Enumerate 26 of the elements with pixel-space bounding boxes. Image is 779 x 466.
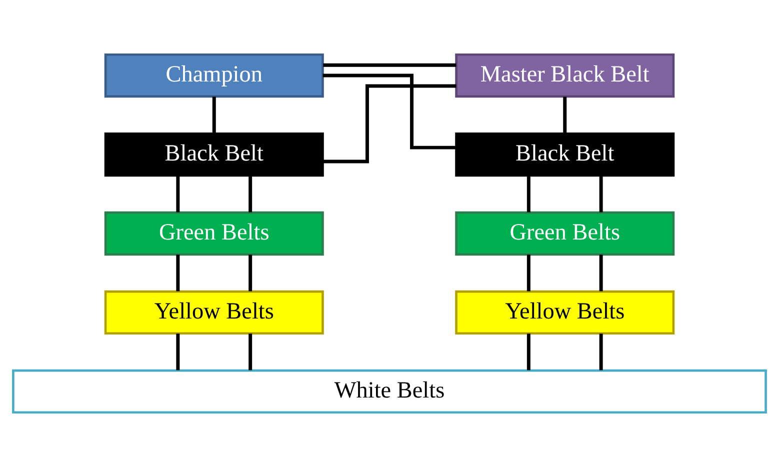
node-box: Yellow Belts [455, 290, 675, 334]
node-box: White Belts [12, 368, 767, 414]
connector [176, 254, 180, 291]
node-box: Green Belts [104, 210, 324, 256]
node-box: Black Belt [455, 132, 675, 176]
connector [526, 333, 530, 370]
connector [212, 96, 216, 133]
node-box: Green Belts [455, 210, 675, 256]
connector [248, 175, 252, 212]
connector [322, 84, 456, 163]
connector [248, 254, 252, 291]
node-box: Yellow Belts [104, 290, 324, 334]
connector [322, 73, 456, 149]
connector [599, 175, 603, 212]
node-box: Black Belt [104, 132, 324, 176]
connector [323, 62, 456, 66]
node-box: Champion [104, 52, 324, 98]
connector [526, 175, 530, 212]
connector [176, 333, 180, 370]
connector [599, 333, 603, 370]
connector [248, 333, 252, 370]
connector [599, 254, 603, 291]
connector [176, 175, 180, 212]
connector [563, 96, 567, 133]
connector [526, 254, 530, 291]
node-box: Master Black Belt [455, 52, 675, 98]
